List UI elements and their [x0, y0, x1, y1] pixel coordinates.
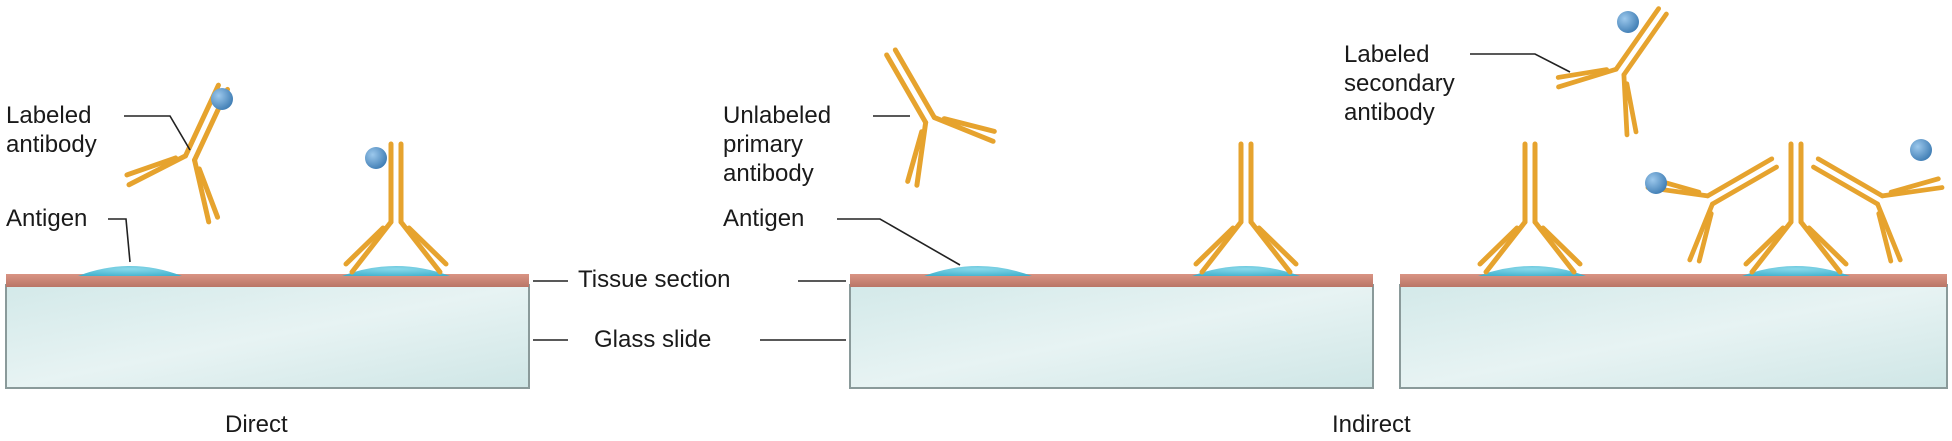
leader-labeled-antibody [124, 115, 191, 151]
indirect-primary-panel [849, 266, 1374, 389]
glass-slide [1399, 284, 1948, 389]
antibody [124, 82, 230, 225]
antibody [1193, 141, 1299, 275]
label-dot [365, 147, 387, 169]
label-dot [211, 88, 233, 110]
antibody [1743, 141, 1849, 275]
caption-indirect: Indirect [1332, 411, 1411, 438]
glass-slide [849, 284, 1374, 389]
antibody [1477, 141, 1583, 275]
label-dot [1645, 172, 1667, 194]
antigen [342, 266, 450, 276]
label-antigen-direct: Antigen [6, 205, 88, 232]
label-dot [1910, 139, 1932, 161]
label-labeled-antibody: Labeled antibody [6, 102, 97, 158]
leader-antigen-indirect [837, 218, 961, 266]
leader-labeled-secondary [1470, 53, 1571, 73]
direct-panel [5, 266, 530, 389]
label-tissue-section: Tissue section [578, 266, 731, 293]
label-labeled-secondary: Labeled secondary antibody [1344, 41, 1455, 126]
antigen [1478, 266, 1586, 276]
antigen [1742, 266, 1850, 276]
antigen [924, 266, 1032, 276]
label-dots [211, 11, 1932, 194]
label-antigen-indirect: Antigen [723, 205, 805, 232]
leader-antigen-direct [108, 218, 131, 263]
glass-slide [5, 284, 530, 389]
label-glass-slide: Glass slide [594, 326, 712, 353]
antibody [343, 141, 449, 275]
label-dot [1617, 11, 1639, 33]
leader-lines [108, 53, 1571, 341]
antibody [884, 47, 997, 188]
label-unlabeled-primary: Unlabeled primary antibody [723, 102, 832, 187]
indirect-secondary-panel [1399, 266, 1948, 389]
antigen [78, 266, 182, 276]
antibody [1811, 156, 1945, 264]
tissue-section [1400, 274, 1947, 287]
tissue-section [850, 274, 1373, 287]
antibodies [124, 6, 1945, 275]
caption-direct: Direct [225, 411, 288, 438]
antigen [1192, 266, 1300, 276]
tissue-section [6, 274, 529, 287]
antibody [1555, 6, 1669, 138]
